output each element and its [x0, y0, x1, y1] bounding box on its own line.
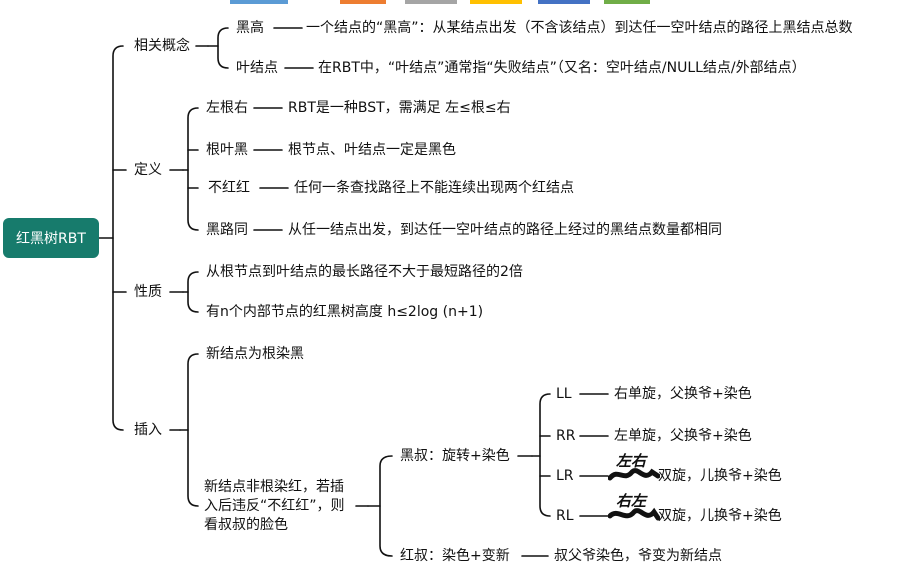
top-strip-6	[604, 0, 650, 4]
red-uncle-desc: 叔父爷染色，爷变为新结点	[554, 548, 722, 564]
case-ll-desc: 右单旋，父换爷+染色	[614, 386, 752, 402]
def-desc-1: RBT是一种BST，需满足 左≤根≤右	[288, 100, 511, 116]
branch-concepts[interactable]: 相关概念	[134, 38, 190, 54]
def-desc-2: 根节点、叶结点一定是黑色	[288, 142, 456, 158]
def-desc-3: 任何一条查找路径上不能连续出现两个红结点	[294, 180, 574, 196]
def-term-3[interactable]: 不红红	[208, 180, 250, 196]
def-desc-4: 从任一结点出发，到达任一空叶结点的路径上经过的黑结点数量都相同	[288, 222, 722, 238]
top-strip-2	[340, 0, 386, 4]
case-rl-name[interactable]: RL	[556, 508, 574, 524]
top-strip-5	[538, 0, 590, 4]
red-uncle-node[interactable]: 红叔：染色+变新	[400, 548, 510, 564]
branch-insert[interactable]: 插入	[134, 422, 162, 438]
def-term-1[interactable]: 左根右	[206, 100, 248, 116]
top-strip-1	[230, 0, 288, 4]
concept-term-leaf[interactable]: 叶结点	[236, 60, 278, 76]
scribble-lr	[608, 468, 660, 481]
insert-second[interactable]: 新结点非根染红，若插入后违反“不红红”，则看叔叔的脸色	[204, 479, 345, 533]
scribble-rl	[608, 507, 660, 521]
case-rl-desc: 双旋，儿换爷+染色	[658, 508, 782, 524]
property-2[interactable]: 有n个内部节点的红黑树高度 h≤2log (n+1)	[206, 304, 484, 320]
concept-desc-black-height: 一个结点的“黑高”：从某结点出发（不含该结点）到达任一空叶结点的路径上黑结点总数	[306, 20, 853, 36]
case-lr-name[interactable]: LR	[556, 468, 574, 484]
top-strip-4	[470, 0, 522, 4]
case-rr-desc: 左单旋，父换爷+染色	[614, 428, 752, 444]
property-1[interactable]: 从根节点到叶结点的最长路径不大于最短路径的2倍	[206, 264, 523, 280]
concept-term-black-height[interactable]: 黑高	[236, 20, 264, 36]
case-ll-name[interactable]: LL	[556, 386, 572, 402]
case-rr-name[interactable]: RR	[556, 428, 576, 444]
handwritten-rl: 右左	[616, 492, 647, 510]
root-node[interactable]: 红黑树RBT	[3, 218, 99, 258]
top-strip-3	[405, 0, 457, 4]
handwritten-lr: 左右	[616, 452, 647, 470]
black-uncle-node[interactable]: 黑叔：旋转+染色	[400, 448, 510, 464]
def-term-4[interactable]: 黑路同	[206, 222, 248, 238]
concept-desc-leaf: 在RBT中，“叶结点”通常指“失败结点”（又名：空叶结点/NULL结点/外部结点…	[318, 60, 806, 76]
case-lr-desc: 双旋，儿换爷+染色	[658, 468, 782, 484]
branch-definition[interactable]: 定义	[134, 162, 162, 178]
def-term-2[interactable]: 根叶黑	[206, 142, 248, 158]
insert-first[interactable]: 新结点为根染黑	[206, 346, 304, 362]
branch-properties[interactable]: 性质	[134, 284, 162, 300]
